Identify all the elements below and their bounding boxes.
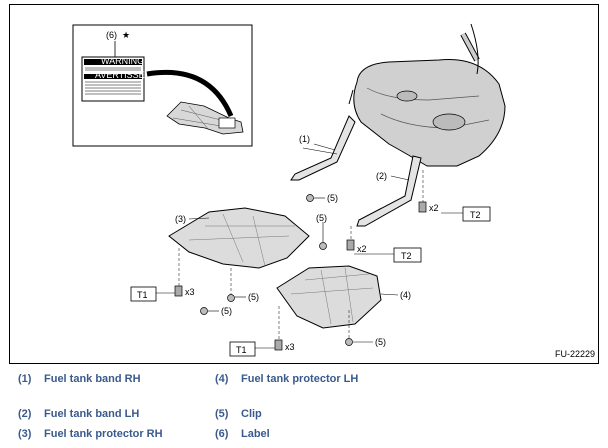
star-icon: ★ [122,30,130,40]
bolt: x2 T2 [418,170,491,222]
bolt: x2 T2 [346,226,422,263]
fuel-tank-protector-lh: (4) [276,265,411,329]
callout-5d: (5) [221,306,232,316]
callout-3: (3) [175,214,186,224]
clip: (5) [345,310,386,347]
figure-frame [9,4,599,364]
fuel-tank-protector-rh: (3) [168,207,310,269]
callout-1: (1) [299,134,310,144]
callout-5c: (5) [248,292,259,302]
fuel-tank-band-lh: (2) [356,155,422,227]
legend-item: (5)Clip [215,408,262,420]
fuel-tank-band-rh: (1) [290,115,356,181]
callout-2: (2) [376,171,387,181]
bolt: x3 T1 [229,306,295,357]
qty-x2a: x2 [429,203,439,213]
legend-item: (4)Fuel tank protector LH [215,373,359,385]
clip: (5) [316,213,327,250]
qty-x2b: x2 [357,244,367,254]
torque-box-t1a [130,286,157,302]
figure-code: FU-22229 [555,349,595,359]
torque-t1b: T1 [236,345,247,355]
callout-5e: (5) [375,337,386,347]
legend-item: (1)Fuel tank band RH [18,373,141,385]
torque-box-t2b [393,247,422,263]
clip-group: (5) (5) (5) (5) (5) [200,193,386,347]
qty-x3a: x3 [185,287,195,297]
warning-text: WARNING [101,56,144,66]
torque-t2b: T2 [401,251,412,261]
torque-t1a: T1 [137,290,148,300]
torque-box-t1b [229,341,256,357]
torque-box-t2a [462,206,491,222]
legend-item: (3)Fuel tank protector RH [18,428,163,440]
legend-item: (2)Fuel tank band LH [18,408,140,420]
legend-item: (6)Label [215,428,270,440]
bolt-group: x3 T1 x3 T1 x2 T2 x2 [130,170,491,357]
inset-callout: (6) [106,30,117,40]
clip: (5) [306,193,338,203]
label-inset: (6) ★ WARNING AVERTISSEMENT [72,24,253,147]
exploded-diagram: (6) ★ WARNING AVERTISSEMENT [9,4,599,364]
clip: (5) [200,306,232,316]
bolt: x3 T1 [130,248,195,302]
pointer-arrow [146,69,234,117]
callout-5a: (5) [327,193,338,203]
torque-t2a: T2 [470,210,481,220]
clip: (5) [227,268,259,302]
avertissement-text: AVERTISSEMENT [95,70,171,80]
fuel-tank [348,23,506,167]
callout-4: (4) [400,290,411,300]
callout-5b: (5) [316,213,327,223]
qty-x3b: x3 [285,342,295,352]
